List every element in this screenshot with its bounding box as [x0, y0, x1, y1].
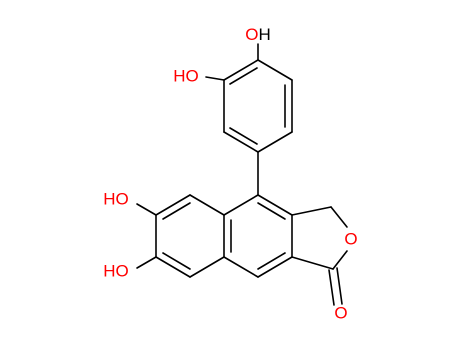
bond	[257, 131, 293, 153]
bond	[223, 131, 259, 153]
hydroxyl-label: HO	[173, 66, 199, 85]
bond	[162, 202, 191, 220]
bond	[162, 252, 191, 270]
ring-oxygen-label: O	[344, 229, 357, 248]
bond	[229, 67, 258, 85]
oxygen-label: O	[245, 25, 258, 44]
bond	[336, 267, 343, 305]
bond	[257, 194, 293, 216]
hydrogen-label: H	[258, 25, 270, 44]
bond	[223, 59, 259, 81]
bond	[223, 194, 259, 216]
bond	[189, 256, 225, 278]
bond	[328, 269, 335, 306]
bond-lines	[136, 43, 348, 306]
bond	[257, 59, 293, 81]
bond	[332, 250, 348, 270]
hydroxyl-label: HO	[103, 261, 129, 280]
bond	[223, 256, 259, 278]
bond	[257, 252, 286, 270]
carbonyl-oxygen-label: O	[334, 303, 347, 322]
atom-labels: OH HO HO HO O O	[103, 25, 357, 322]
bond	[257, 256, 293, 278]
bond	[330, 206, 348, 228]
bond	[136, 203, 157, 216]
bond	[205, 76, 225, 81]
bond	[229, 127, 258, 145]
bond	[257, 202, 286, 220]
hydroxyl-label: HO	[103, 189, 129, 208]
bond	[136, 256, 157, 269]
hydroxyl-label: OH	[245, 25, 271, 44]
bond	[189, 194, 225, 216]
bond	[291, 206, 332, 216]
bond	[291, 256, 334, 270]
bond	[155, 194, 191, 216]
bond	[155, 256, 191, 278]
